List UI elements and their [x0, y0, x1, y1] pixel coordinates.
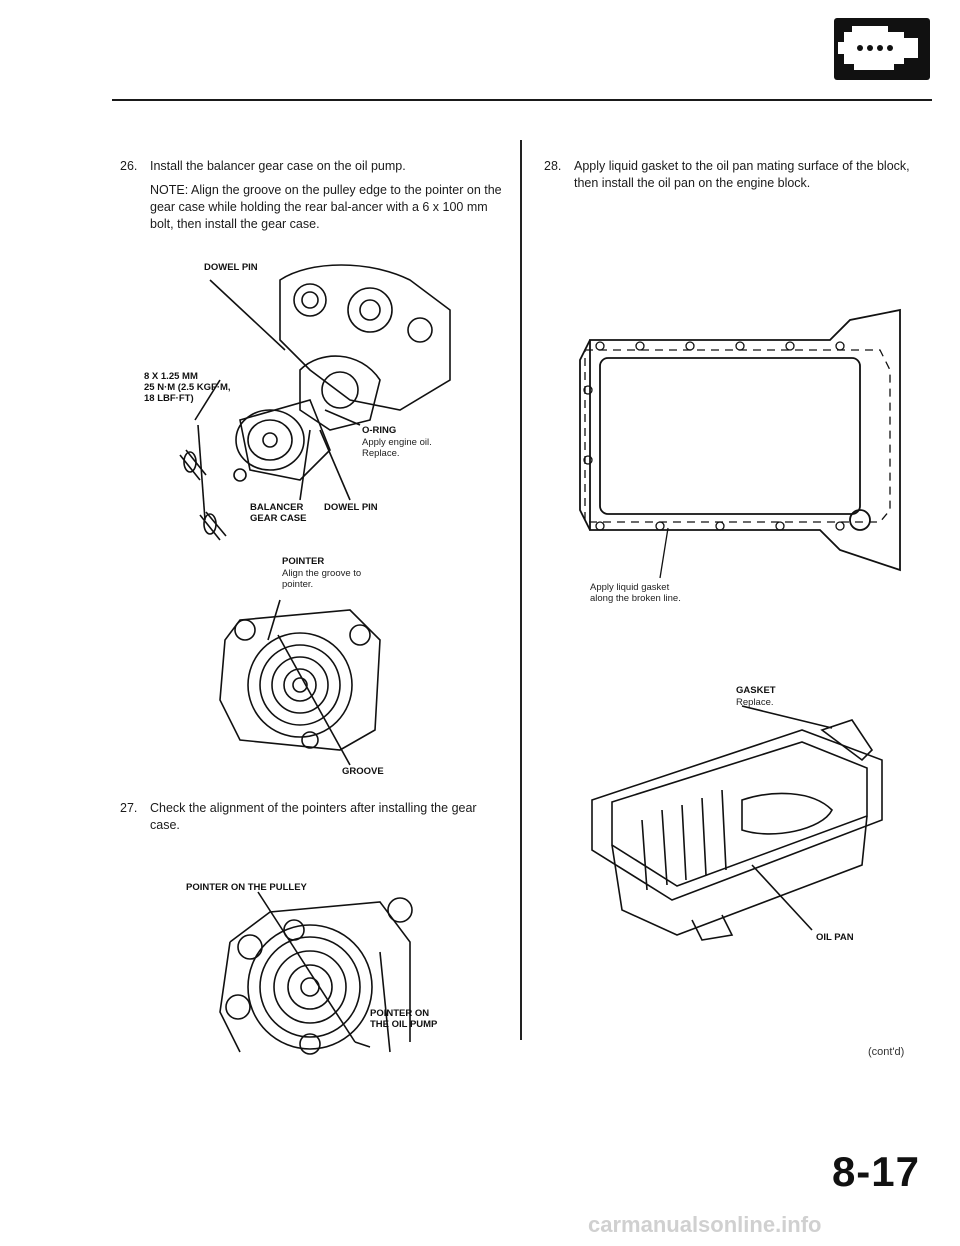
label-gasket-note-2: along the broken line.	[590, 593, 681, 604]
label-pointer: POINTER	[282, 556, 325, 567]
header-rule	[112, 99, 932, 101]
label-bolt-spec-1: 8 x 1.25 mm	[144, 371, 198, 382]
label-gasket-note-1: Apply liquid gasket	[590, 582, 670, 593]
step-27: 27. Check the alignment of the pointers …	[120, 800, 502, 834]
label-balancer-1: BALANCER	[250, 502, 304, 513]
label-pointer-sub1: Align the groove to	[282, 568, 362, 579]
pointer-groove-illustration	[219, 599, 381, 766]
label-dowel-pin-top: DOWEL PIN	[204, 262, 258, 273]
step-number: 28.	[544, 159, 562, 173]
block-mating-surface-illustration	[579, 308, 901, 579]
step-26: 26. Install the balancer gear case on th…	[120, 158, 500, 175]
oil-pan-illustration	[591, 705, 883, 941]
label-bolt-spec-2: 25 N·m (2.5 kgf·m,	[144, 382, 231, 393]
column-divider	[520, 140, 522, 1040]
label-pointer-on-pump-2: THE OIL PUMP	[370, 1019, 438, 1030]
label-o-ring: O-RING	[362, 425, 397, 436]
step-28: 28. Apply liquid gasket to the oil pan m…	[544, 158, 926, 192]
engine-icon	[834, 18, 930, 80]
label-bolt-spec-3: 18 lbf·ft)	[144, 393, 194, 404]
label-oil-pan: OIL PAN	[816, 932, 854, 943]
engine-icon-graphic	[838, 26, 918, 70]
label-pointer-sub2: pointer.	[282, 579, 314, 590]
step-text: Install the balancer gear case on the oi…	[150, 159, 406, 173]
step-text: Apply liquid gasket to the oil pan matin…	[574, 159, 910, 190]
label-gasket: GASKET	[736, 685, 776, 696]
label-gasket-sub: Replace.	[736, 697, 774, 708]
label-dowel-pin-bottom: DOWEL PIN	[324, 502, 378, 513]
step-text: Check the alignment of the pointers afte…	[150, 801, 477, 832]
label-o-ring-sub1: Apply engine oil.	[362, 437, 432, 448]
page-number: 8-17	[831, 1148, 920, 1195]
pointer-alignment-illustration	[219, 891, 413, 1055]
step-number: 27.	[120, 801, 138, 815]
label-balancer-2: GEAR CASE	[250, 513, 307, 524]
balancer-gear-case-illustration	[179, 264, 451, 541]
label-pointer-on-pulley: POINTER ON THE PULLEY	[186, 882, 307, 893]
label-pointer-on-pump-1: POINTER ON	[370, 1008, 430, 1019]
step-26-note: NOTE: Align the groove on the pulley edg…	[150, 183, 502, 231]
step-number: 26.	[120, 159, 138, 173]
watermark: carmanualsonline.info	[588, 1212, 822, 1237]
continued-marker: (cont'd)	[868, 1046, 905, 1058]
label-o-ring-sub2: Replace.	[362, 448, 400, 459]
label-groove: GROOVE	[342, 766, 384, 777]
